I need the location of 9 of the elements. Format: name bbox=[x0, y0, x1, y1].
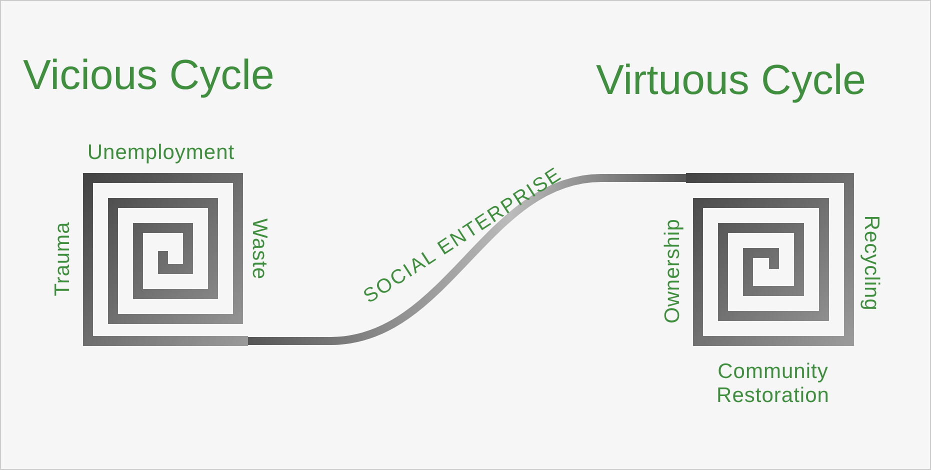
cycle-heading: Vicious Cycle bbox=[23, 51, 274, 99]
cycle-heading: Virtuous Cycle bbox=[596, 56, 866, 104]
spiral-label: Waste bbox=[247, 217, 271, 282]
spiral-label: Recycling bbox=[859, 214, 883, 313]
curved-connector bbox=[248, 174, 686, 345]
spiral-label: Unemployment bbox=[86, 141, 236, 165]
spiral-label: Community Restoration bbox=[716, 360, 830, 408]
spiral-label: Ownership bbox=[661, 218, 685, 326]
spiral-label: Trauma bbox=[51, 220, 75, 298]
